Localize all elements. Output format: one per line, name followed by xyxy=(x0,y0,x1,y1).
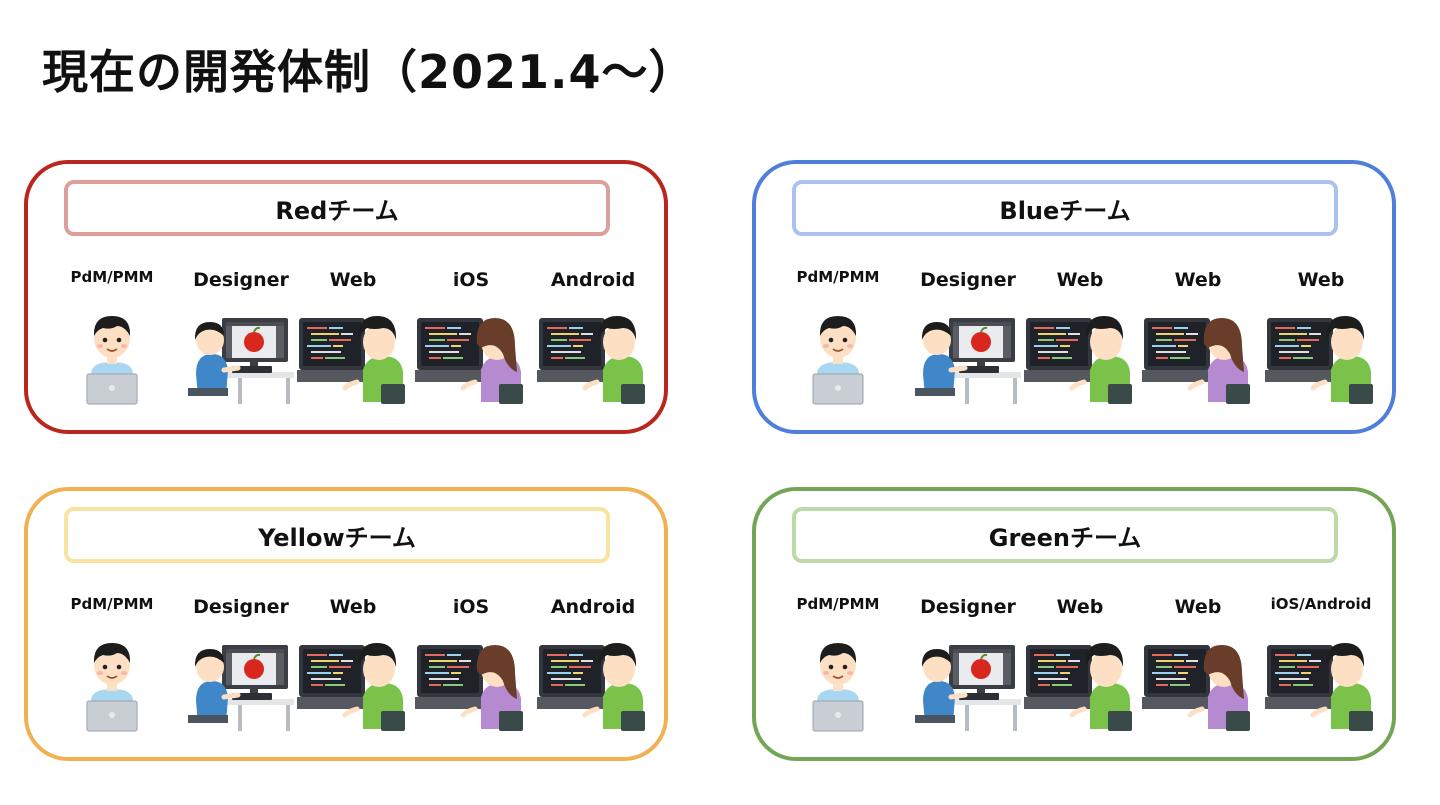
member-role: PdM/PMM xyxy=(70,595,154,613)
team-blue: Blueチーム PdM/PMM Designer Web xyxy=(752,160,1396,434)
member-role: iOS/Android xyxy=(1270,595,1372,613)
team-green: Greenチーム PdM/PMM Designer Web xyxy=(752,487,1396,761)
engineer-female-coding-icon xyxy=(415,318,523,404)
engineer-male-coding-icon xyxy=(1265,643,1373,731)
slide-title: 現在の開発体制（2021.4〜） xyxy=(42,45,696,99)
member-role: Android xyxy=(550,269,636,291)
engineer-male-coding-icon xyxy=(537,643,645,731)
member-role: PdM/PMM xyxy=(70,268,154,286)
member-role: Web xyxy=(1056,269,1104,291)
member-pdm-pmm: PdM/PMM xyxy=(53,266,171,406)
member-role: Web xyxy=(1174,596,1222,618)
member-role: PdM/PMM xyxy=(796,268,880,286)
member-web: Web xyxy=(1262,266,1380,406)
member-role: Designer xyxy=(920,269,1016,291)
engineer-male-coding-icon xyxy=(537,316,645,404)
member-role: iOS xyxy=(452,596,490,618)
member-role: Android xyxy=(550,596,636,618)
engineer-male-coding-icon xyxy=(297,316,405,404)
member-role: PdM/PMM xyxy=(796,595,880,613)
member-designer: Designer xyxy=(182,266,300,406)
member-pdm-pmm: PdM/PMM xyxy=(779,266,897,406)
member-web: Web xyxy=(1139,593,1257,733)
member-web: Web xyxy=(294,266,412,406)
member-pdm-pmm: PdM/PMM xyxy=(53,593,171,733)
member-android: Android xyxy=(534,266,652,406)
member-role: iOS xyxy=(452,269,490,291)
designer-drawing-tablet-icon xyxy=(915,318,1021,404)
member-role: Web xyxy=(1056,596,1104,618)
member-ios: iOS xyxy=(412,593,530,733)
member-designer: Designer xyxy=(182,593,300,733)
team-name-label: Greenチーム xyxy=(792,507,1338,563)
engineer-male-coding-icon xyxy=(297,643,405,731)
pm-person-laptop-icon xyxy=(86,316,138,405)
member-role: Web xyxy=(1297,269,1345,291)
member-web: Web xyxy=(294,593,412,733)
member-role: Designer xyxy=(193,596,289,618)
member-ios: iOS xyxy=(412,266,530,406)
team-name-label: Yellowチーム xyxy=(64,507,610,563)
member-designer: Designer xyxy=(909,266,1027,406)
designer-drawing-tablet-icon xyxy=(188,318,294,404)
member-web: Web xyxy=(1139,266,1257,406)
engineer-male-coding-icon xyxy=(1024,316,1132,404)
engineer-female-coding-icon xyxy=(415,645,523,731)
designer-drawing-tablet-icon xyxy=(188,645,294,731)
member-android: Android xyxy=(534,593,652,733)
member-role: Web xyxy=(1174,269,1222,291)
engineer-female-coding-icon xyxy=(1142,318,1250,404)
member-ios-android: iOS/Android xyxy=(1256,593,1386,733)
member-role: Designer xyxy=(193,269,289,291)
team-yellow: Yellowチーム PdM/PMM Designer Web xyxy=(24,487,668,761)
pm-person-laptop-icon xyxy=(812,643,864,732)
member-role: Web xyxy=(329,269,377,291)
team-name-label: Redチーム xyxy=(64,180,610,236)
designer-drawing-tablet-icon xyxy=(915,645,1021,731)
engineer-female-coding-icon xyxy=(1142,645,1250,731)
member-role: Web xyxy=(329,596,377,618)
engineer-male-coding-icon xyxy=(1265,316,1373,404)
member-web: Web xyxy=(1021,266,1139,406)
member-role: Designer xyxy=(920,596,1016,618)
member-designer: Designer xyxy=(909,593,1027,733)
team-name-label: Blueチーム xyxy=(792,180,1338,236)
team-red: Redチーム PdM/PMM Designer Web xyxy=(24,160,668,434)
member-web: Web xyxy=(1021,593,1139,733)
pm-person-laptop-icon xyxy=(812,316,864,405)
engineer-male-coding-icon xyxy=(1024,643,1132,731)
pm-person-laptop-icon xyxy=(86,643,138,732)
member-pdm-pmm: PdM/PMM xyxy=(779,593,897,733)
